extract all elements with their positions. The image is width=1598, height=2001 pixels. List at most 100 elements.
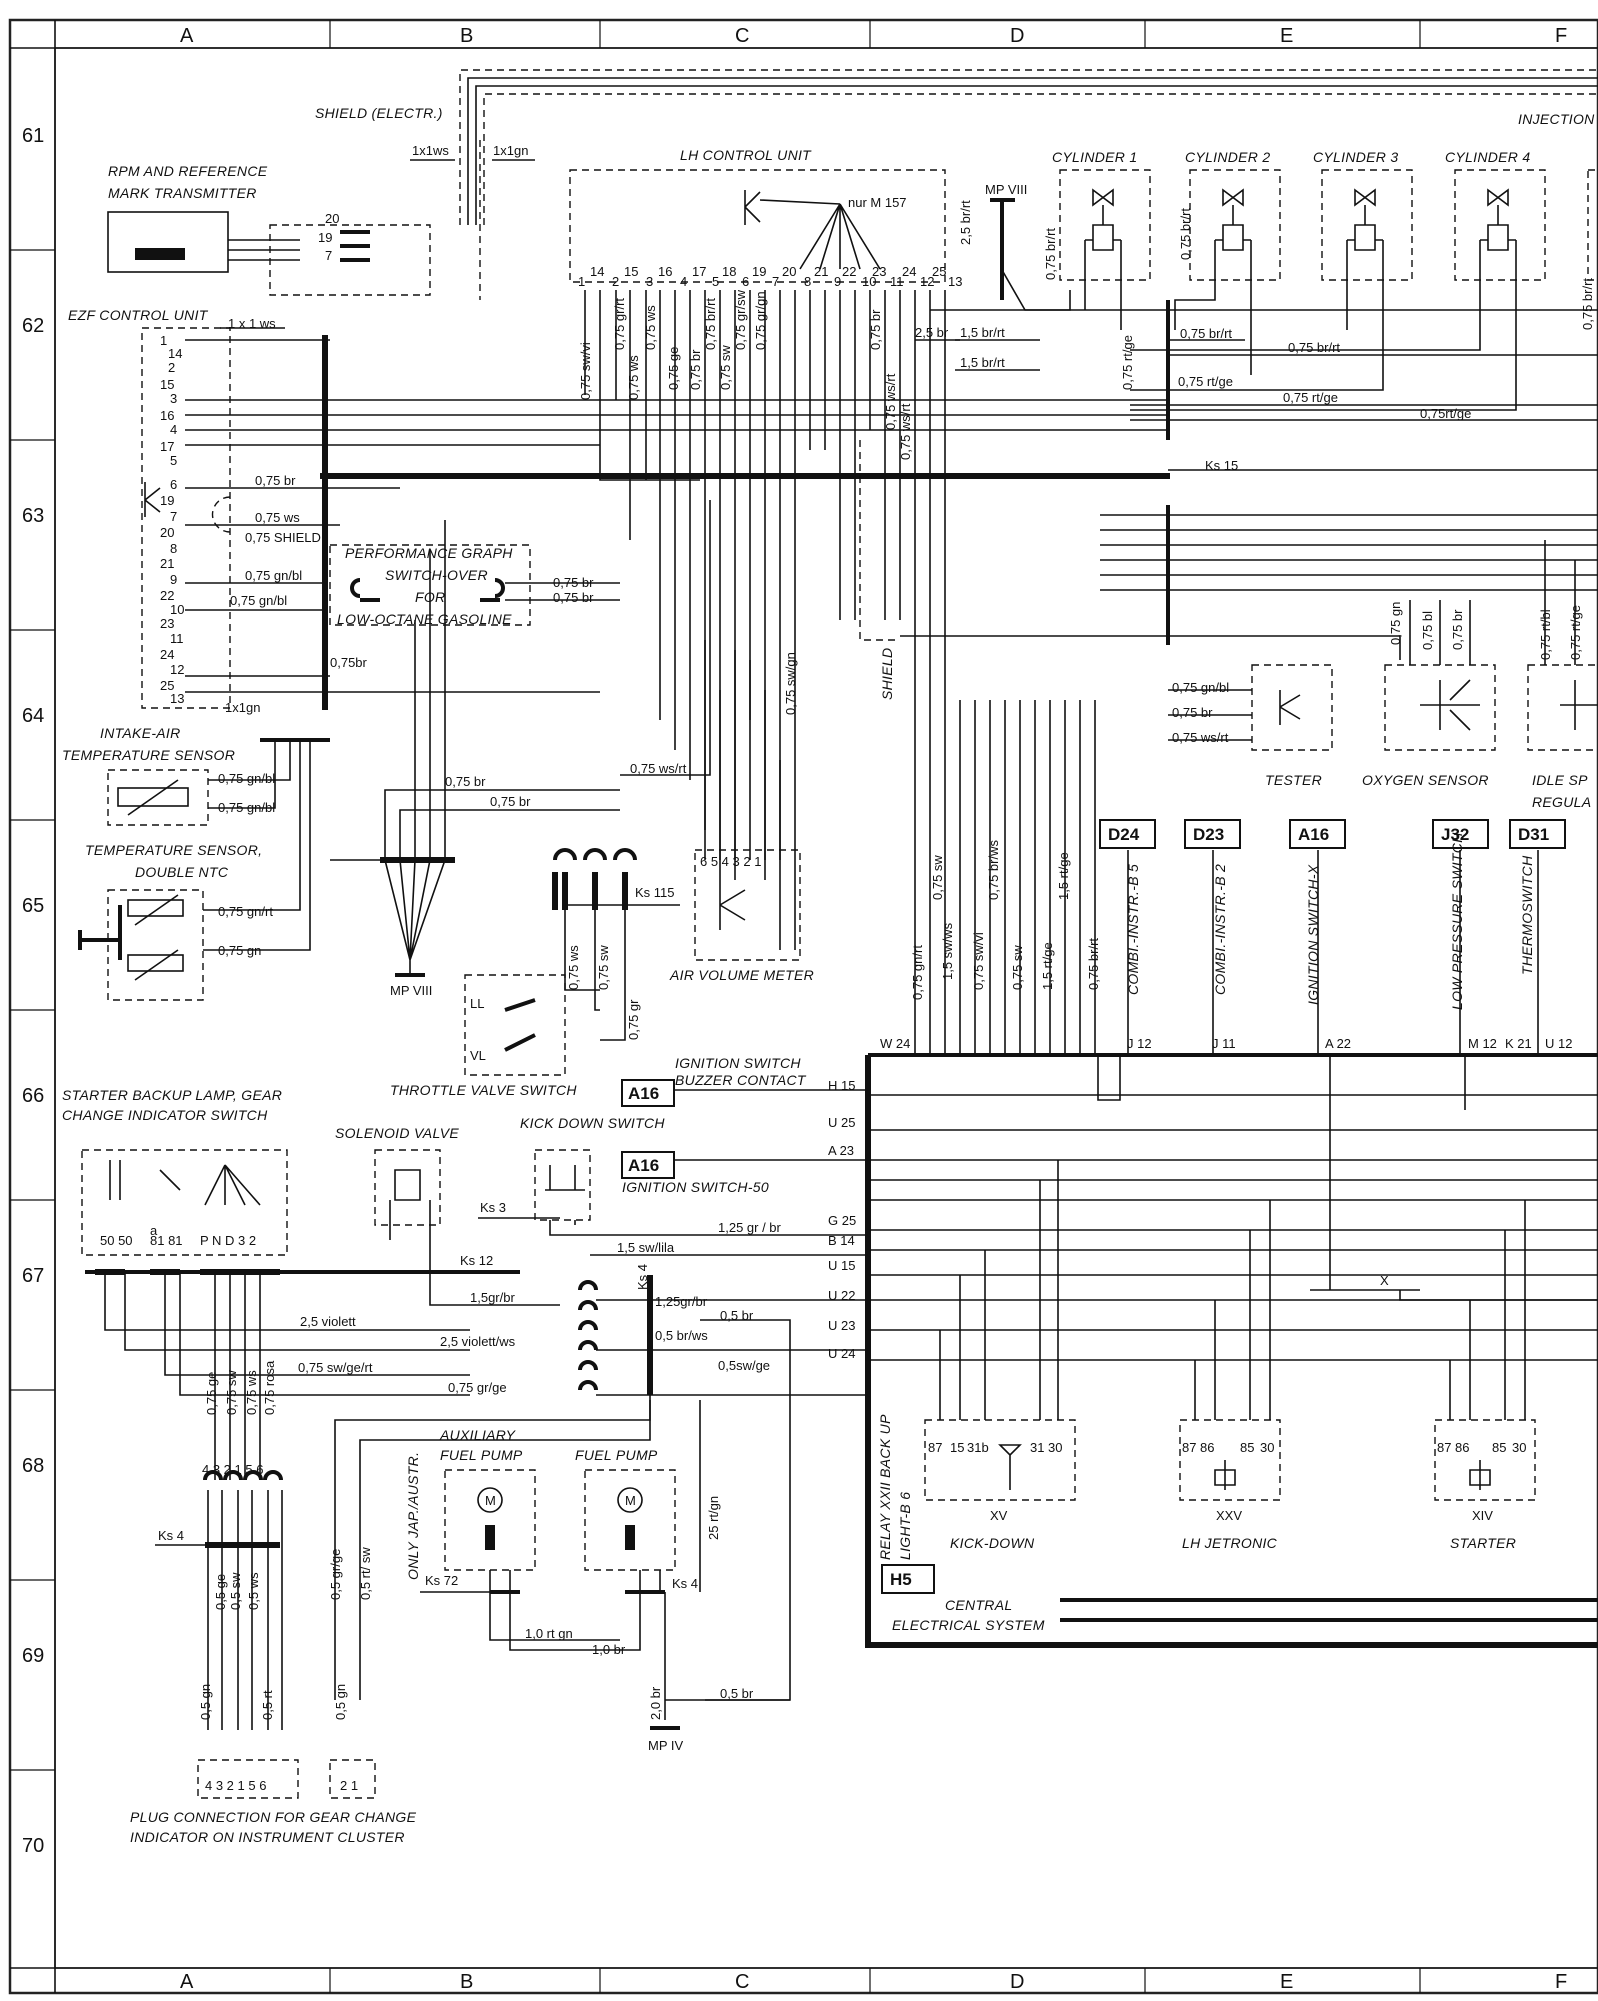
svg-text:25: 25 [160,678,174,693]
pin-a23: A 23 [828,1143,854,1158]
svg-text:20: 20 [325,211,339,226]
pin-k21: K 21 [1505,1036,1532,1051]
wire-ge075: 0,75 ge [666,347,681,390]
ign50-label: IGNITION SWITCH-50 [622,1179,769,1195]
svg-text:4 3 2 1 5 6: 4 3 2 1 5 6 [202,1462,263,1477]
cyl2-label: CYLINDER 2 [1185,149,1270,165]
svg-text:87: 87 [928,1440,942,1455]
svg-text:2 1: 2 1 [340,1778,358,1793]
component-boxes: D24 D23 A16 J32 D31 COMBI.-INSTR.-B 5 CO… [1099,819,1566,1010]
rpm-label: RPM AND REFERENCE [108,163,268,179]
wire-brrt25: 2,5 br/rt [958,200,973,245]
lh-control-unit: LH CONTROL UNIT nur M 157 114 215 316 41… [569,147,962,289]
central-label-2: ELECTRICAL SYSTEM [892,1617,1045,1633]
oxygen-label: OXYGEN SENSOR [1362,772,1489,788]
shield-label: SHIELD [879,648,895,700]
wire-sw-lila: 1,5 sw/lila [617,1240,675,1255]
wire-grsw: 0,75 gr/sw [733,289,748,350]
wire-wsrt3: 0,75 ws/rt [630,761,687,776]
wire-ws075: 0,75 ws [255,510,300,525]
svg-text:23: 23 [872,264,886,279]
wire-swvi: 0,75 sw/vi [578,342,593,400]
svg-text:87: 87 [1182,1440,1196,1455]
wire-g-rosa: 0,75 rosa [262,1360,277,1415]
wire-violett: 2,5 violett [300,1314,356,1329]
wire-t-gnbl: 0,75 gn/bl [1172,680,1229,695]
x-label: X [1380,1273,1389,1288]
wire-ws-th: 0,75 ws [566,945,581,990]
wire-v-rtge075: 1,5 rt/ge [1040,942,1055,990]
wire-br075v: 0,75 br [688,349,703,390]
wire-br075e: 0,75 br [445,774,486,789]
pin-m12: M 12 [1468,1036,1497,1051]
pin-u25: U 25 [828,1115,855,1130]
wire-violett-ws: 2,5 violett/ws [440,1334,516,1349]
throttle-area: Ks 115 0,75 ws 0,75 sw 0,75 gr LL VL THR… [390,640,814,1098]
svg-text:9: 9 [170,572,177,587]
svg-text:22: 22 [842,264,856,279]
ks72-label: Ks 72 [425,1573,458,1588]
wire-o2bl: 0,75 bl [1420,611,1435,650]
svg-text:30: 30 [1512,1440,1526,1455]
wire-v-rtge15: 1,5 rt/ge [1056,852,1071,900]
ign-x-label: IGNITION SWITCH-X [1305,864,1321,1005]
wire-br075f: 0,75 br [490,794,531,809]
wire-brv: 0,75 br [868,309,883,350]
svg-text:22: 22 [160,588,174,603]
injectors: MP VIII CYLINDER 1 CYLINDER 2 CYLINDER 3… [985,149,1598,411]
col-f: F [1555,25,1567,47]
wire-t-br: 0,75 br [1172,705,1213,720]
wire-wsrt1: 0,75 ws/rt [883,373,898,430]
air-volume-label: AIR VOLUME METER [669,967,814,983]
ezf-label: EZF CONTROL UNIT [68,307,209,323]
ks12-label: Ks 12 [460,1253,493,1268]
col-a: A [180,25,194,47]
svg-text:16: 16 [658,264,672,279]
wire-v-swvi: 0,75 sw/vi [971,932,986,990]
box-a16b: A16 [628,1084,659,1103]
wire-br075c: 0,75 br [553,590,594,605]
svg-text:7: 7 [325,248,332,263]
svg-text:13: 13 [948,274,962,289]
ezf-control-unit: EZF CONTROL UNIT 114 215 316 417 56 197 … [68,307,1170,742]
aux-label-2: FUEL PUMP [440,1447,523,1463]
wire-p-sw: 0,5 sw [228,1572,243,1610]
d-column-wires: 0,75 gn/rt 0,75 sw 1,5 sw/ws 0,75 sw/vi … [910,700,1539,1055]
svg-text:5: 5 [170,453,177,468]
svg-text:10: 10 [170,602,184,617]
ll-label: LL [470,996,484,1011]
horizontal-harness: 2,5 br 1,5 br/rt 1,5 br/rt 0,75 br/rt 0,… [320,300,1598,660]
rpm-transmitter: RPM AND REFERENCE MARK TRANSMITTER 20 19… [107,163,431,296]
col-d-bottom: D [1010,1971,1024,1993]
wire-cyl-brrt-v: 0,75 br/rt [1178,208,1193,260]
combi-b5-label: COMBI.-INSTR.-B 5 [1125,864,1141,995]
svg-text:85: 85 [1240,1440,1254,1455]
wire-br05b: 0,5 br [720,1686,754,1701]
mp-iv-label: MP IV [648,1738,683,1753]
thermo-label: THERMOSWITCH [1519,855,1535,975]
svg-text:15: 15 [950,1440,964,1455]
row-65: 65 [22,895,44,917]
box-a16a: A16 [1298,825,1329,844]
pin-u23: U 23 [828,1318,855,1333]
cyl1-label: CYLINDER 1 [1052,149,1137,165]
wire-gr-br125: 1,25 gr / br [718,1220,782,1235]
svg-text:12: 12 [920,274,934,289]
svg-text:2: 2 [168,360,175,375]
svg-text:a: a [150,1223,158,1238]
svg-text:50 50: 50 50 [100,1233,133,1248]
ignition-labels: IGNITION SWITCH BUZZER CONTACT A16 A16 I… [621,1055,868,1195]
wire-cyl4-brrt: 0,75 br/rt [1580,278,1595,330]
wire-v-gnrt: 0,75 gn/rt [910,945,925,1000]
row-69: 69 [22,1645,44,1667]
svg-text:18: 18 [722,264,736,279]
wire-ws075v: 0,75 ws [626,355,641,400]
wire-p-ws: 0,5 ws [246,1572,261,1610]
temp-sensor-ntc: TEMPERATURE SENSOR, DOUBLE NTC 0,75 gn/r… [78,740,311,1001]
svg-text:6 5 4 3 2 1: 6 5 4 3 2 1 [700,854,761,869]
row-66: 66 [22,1085,44,1107]
wire-gr-br15: 1,5gr/br [470,1290,515,1305]
cyl3-label: CYLINDER 3 [1313,149,1398,165]
svg-text:24: 24 [902,264,916,279]
